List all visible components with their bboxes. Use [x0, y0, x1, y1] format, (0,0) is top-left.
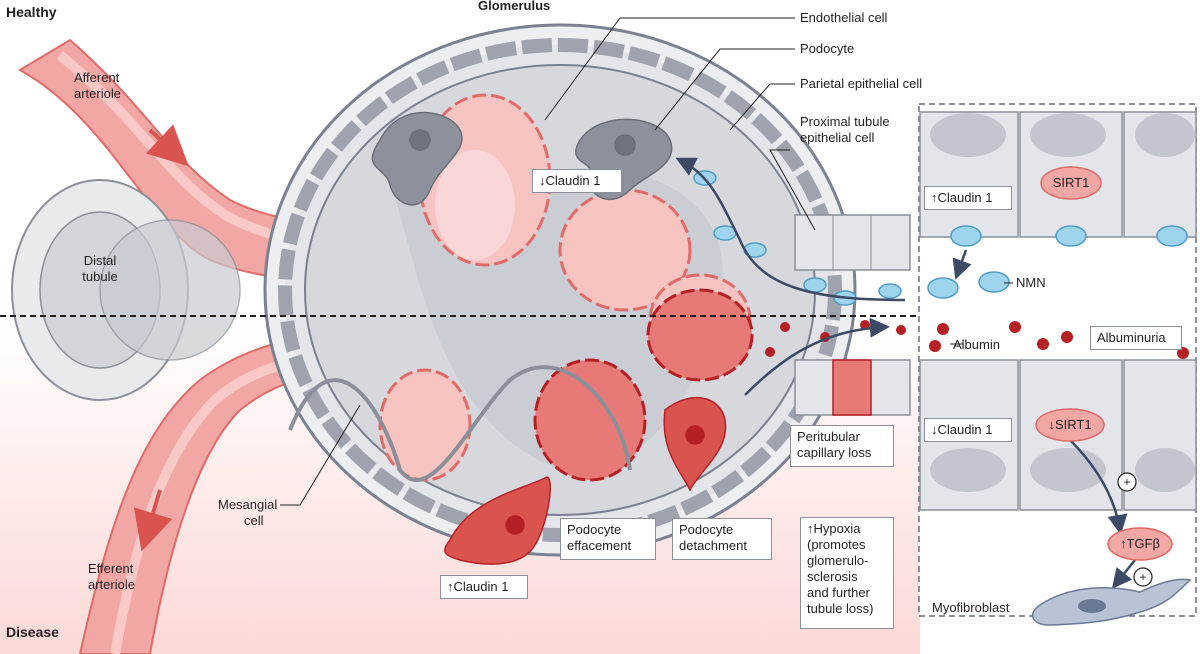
section-disease: Disease: [6, 624, 59, 640]
glomerulus-capsule: [263, 23, 857, 557]
detachment-callout: Podocyte detachment: [672, 518, 772, 560]
inset-nmn-arrow: [952, 249, 972, 280]
glomerulus-label: Glomerulus: [478, 0, 551, 13]
nmn-flow-arrow: [675, 157, 906, 302]
myofibroblast-label: Myofibroblast: [932, 600, 1010, 615]
hypoxia-line-6: tubule loss): [807, 601, 874, 616]
proximal-tubule-label-2: epithelial cell: [800, 130, 875, 145]
podocytes-healthy: [371, 111, 673, 206]
molecule-ovals: [1035, 166, 1173, 561]
claudin-up-callout-healthy: ↑Claudin 1: [924, 186, 1012, 210]
distal-label-1: Distal: [83, 253, 117, 268]
hypoxia-callout: ↑Hypoxia (promotes glomerulo- sclerosis …: [800, 517, 894, 629]
afferent-label-2: arteriole: [74, 86, 121, 101]
peritubular-line-2: capillary loss: [797, 445, 872, 460]
efferent-label-2: arteriole: [88, 577, 135, 592]
endothelial-cell-label: Endothelial cell: [800, 10, 888, 25]
myofibroblast-cell: [1031, 578, 1192, 626]
sirt1-disease-label: ↓SIRT1: [1048, 417, 1092, 432]
effacement-line-1: Podocyte: [567, 522, 622, 537]
podocyte-label: Podocyte: [800, 41, 855, 56]
claudin-down-callout-healthy: ↓Claudin 1: [532, 169, 622, 193]
afferent-label-1: Afferent: [74, 70, 120, 85]
parietal-epithelial-cell-label: Parietal epithelial cell: [800, 76, 923, 91]
claudin-down-callout-disease: ↓Claudin 1: [924, 418, 1012, 442]
peritubular-line-1: Peritubular: [797, 429, 860, 444]
claudin-up-callout-disease: ↑Claudin 1: [440, 575, 528, 599]
distal-label-2: tubule: [82, 269, 118, 284]
peritubular-callout: Peritubular capillary loss: [790, 425, 894, 467]
efferent-label-1: Efferent: [88, 561, 134, 576]
hypoxia-line-3: glomerulo-: [807, 553, 869, 568]
capillary-loops-disease: [288, 288, 754, 482]
section-healthy: Healthy: [6, 4, 57, 20]
proximal-tubule-healthy: [794, 214, 911, 271]
tgfb-myofibroblast-arrow: [1111, 559, 1136, 589]
hypoxia-line-5: and further: [807, 585, 870, 600]
sirt1-tgfb-arrow: [1069, 439, 1128, 535]
mesangial-label-2: cell: [244, 513, 264, 528]
hypoxia-line-2: (promotes: [807, 537, 866, 552]
distal-tubule: [11, 179, 241, 401]
albumin-label: Albumin: [953, 337, 1000, 352]
nmn-particles-left: [693, 170, 902, 306]
hypoxia-line-1: ↑Hypoxia: [807, 521, 861, 536]
leader-lines: [280, 17, 1013, 506]
detachment-line-2: detachment: [679, 538, 747, 553]
effacement-callout: Podocyte effacement: [560, 518, 656, 560]
plus-label-1: +: [1123, 475, 1131, 489]
plus-circles: [1117, 472, 1153, 587]
inset-nmn-particles: [927, 225, 1188, 299]
inset-albumin-particles: [929, 321, 1189, 359]
sirt1-healthy-label: SIRT1: [1052, 175, 1090, 190]
proximal-tubule-label-1: Proximal tubule: [800, 114, 890, 129]
nmn-label: NMN: [1016, 275, 1046, 290]
proximal-tubule-disease: [794, 359, 911, 416]
hypoxia-line-4: sclerosis: [807, 569, 858, 584]
effacement-line-2: effacement: [567, 538, 632, 553]
podocytes-disease: [444, 396, 727, 565]
albuminuria-callout: Albuminuria: [1090, 326, 1182, 350]
mesangial-label-1: Mesangial: [218, 497, 278, 512]
inset-tubule-cells-healthy: [919, 111, 1197, 238]
albumin-flow-arrow: [744, 317, 890, 396]
plus-label-2: +: [1139, 570, 1147, 584]
tgfb-label: ↑TGFβ: [1120, 536, 1160, 551]
detachment-line-1: Podocyte: [679, 522, 734, 537]
